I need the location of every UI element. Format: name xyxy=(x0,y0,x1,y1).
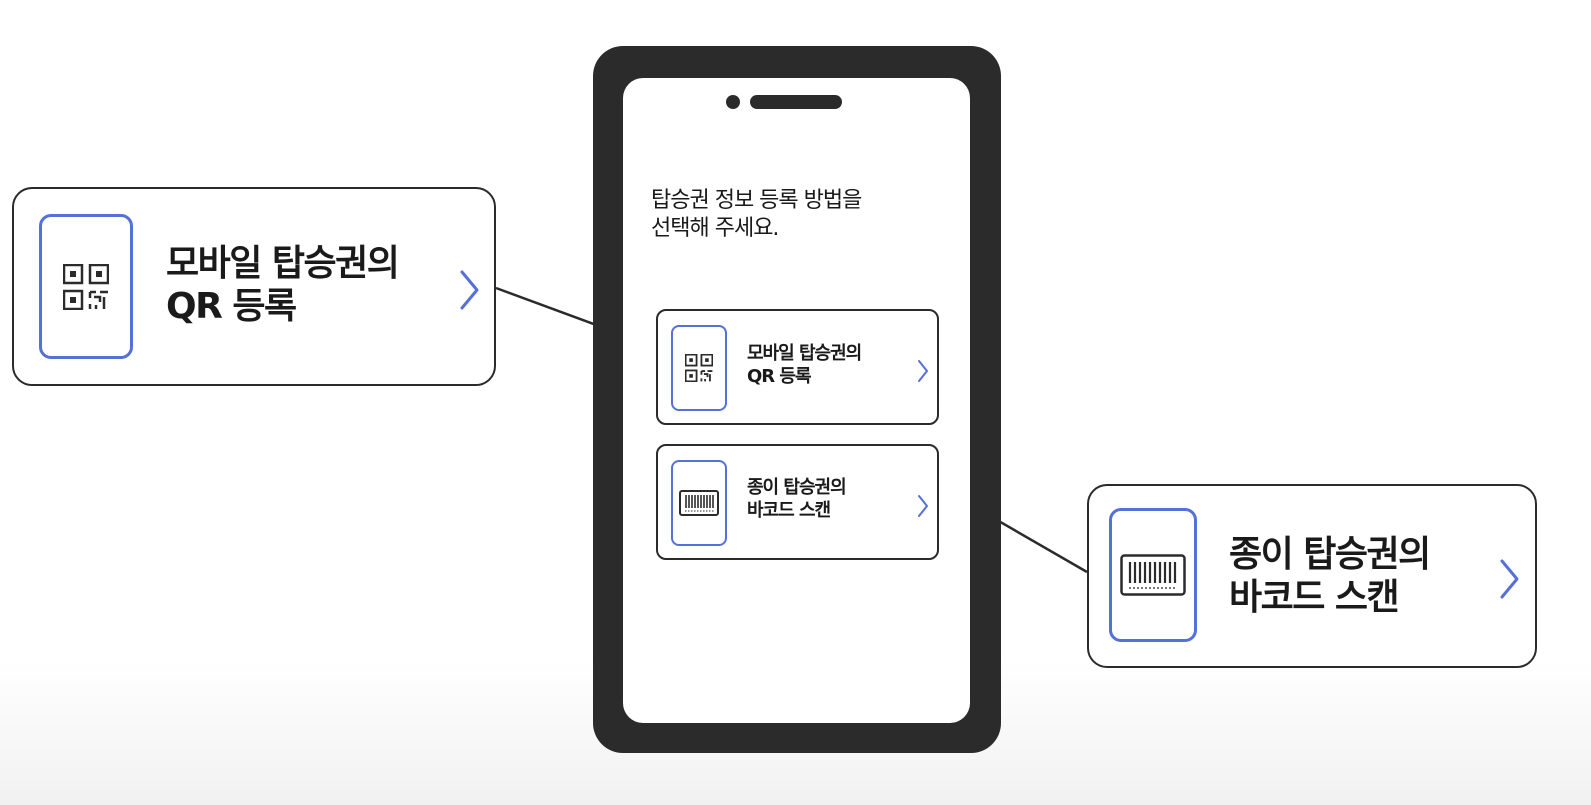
phone-mockup: 탑승권 정보 등록 방법을 선택해 주세요. 모바일 탑승권의 QR 등록 xyxy=(593,46,1001,753)
option-title: 종이 탑승권의 바코드 스캔 xyxy=(747,477,847,521)
barcode-icon xyxy=(671,460,727,546)
barcode-icon xyxy=(1109,508,1197,642)
callout-title: 모바일 탑승권의 QR 등록 xyxy=(166,243,400,327)
callout-qr-registration[interactable]: 모바일 탑승권의 QR 등록 xyxy=(12,187,496,386)
callout-barcode-scan[interactable]: 종이 탑승권의 바코드 스캔 xyxy=(1087,484,1537,668)
option-barcode-scan[interactable]: 종이 탑승권의 바코드 스캔 xyxy=(656,444,939,560)
chevron-right-icon[interactable] xyxy=(917,359,929,383)
option-qr-registration[interactable]: 모바일 탑승권의 QR 등록 xyxy=(656,309,939,425)
chevron-right-icon[interactable] xyxy=(917,494,929,518)
chevron-right-icon[interactable] xyxy=(1499,558,1521,600)
callout-title: 종이 탑승권의 바코드 스캔 xyxy=(1229,534,1431,618)
chevron-right-icon[interactable] xyxy=(459,269,481,311)
qr-code-icon xyxy=(39,214,133,359)
option-title: 모바일 탑승권의 QR 등록 xyxy=(747,343,862,387)
phone-screen: 탑승권 정보 등록 방법을 선택해 주세요. 모바일 탑승권의 QR 등록 xyxy=(623,78,970,723)
speaker-bar xyxy=(750,95,842,109)
qr-code-icon xyxy=(671,325,727,411)
camera-dot xyxy=(726,95,740,109)
prompt-text: 탑승권 정보 등록 방법을 선택해 주세요. xyxy=(651,188,862,241)
